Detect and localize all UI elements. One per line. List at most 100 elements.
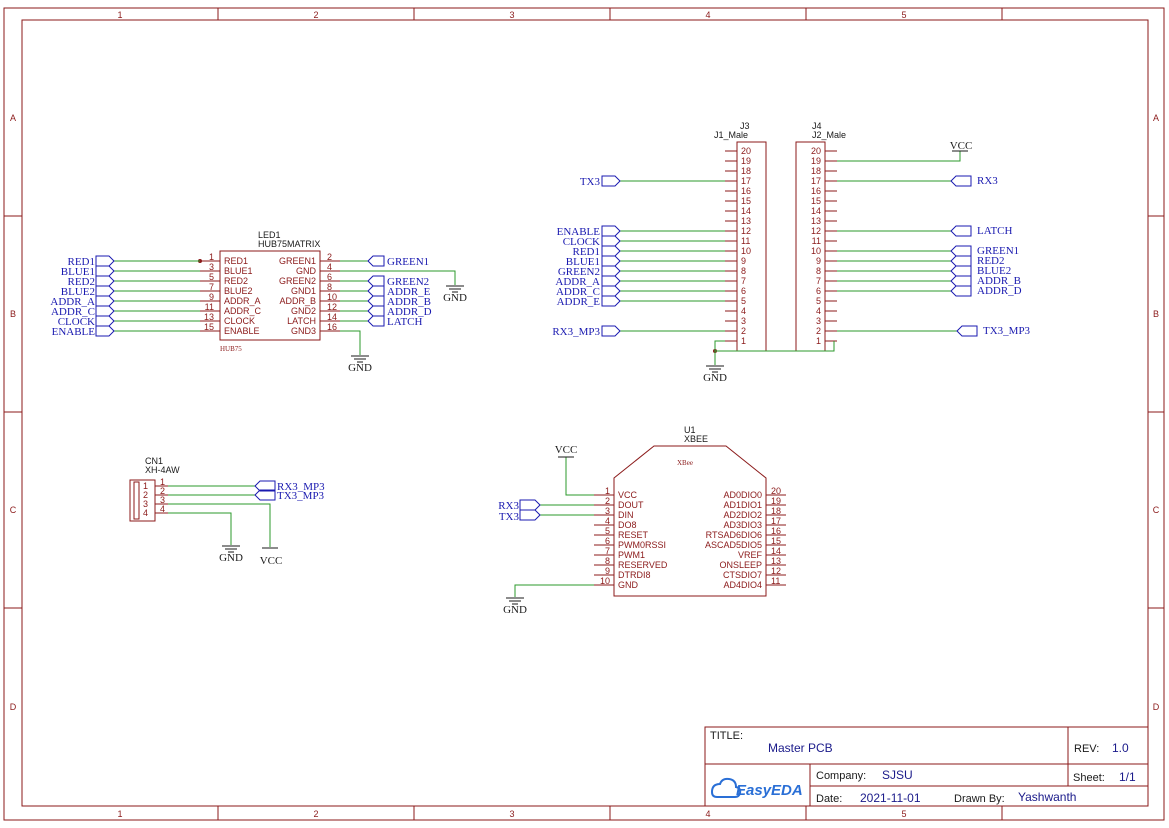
net-label: GREEN2 [387, 276, 429, 288]
pin-name: BLUE1 [224, 266, 253, 276]
net-flag-clock: CLOCK [58, 315, 115, 328]
frame-col-label: 4 [705, 10, 710, 20]
led1-value: HUB75MATRIX [258, 239, 320, 249]
pin-number: 1 [741, 336, 746, 346]
net-flag-addr-b: ADDR_B [367, 295, 431, 308]
net-flag-green1: GREEN1 [367, 255, 429, 268]
pin-number: 14 [741, 206, 751, 216]
led1-designator: LED1 [258, 230, 281, 240]
net-flag-addr-e: ADDR_E [367, 285, 431, 298]
u1-designator: U1 [684, 425, 696, 435]
pin-number: 8 [816, 266, 821, 276]
pin-number: 6 [327, 272, 332, 282]
pin-number: 9 [605, 566, 610, 576]
pin-name: BLUE2 [224, 286, 253, 296]
net-label: TX3 [580, 176, 601, 188]
net-flag-addr-d: ADDR_D [367, 305, 432, 318]
pin-number: 2 [143, 490, 148, 500]
pin-number: 7 [816, 276, 821, 286]
pin-number: 3 [741, 316, 746, 326]
drawn-by-label: Drawn By: [954, 793, 1005, 805]
pin-number: 2 [605, 496, 610, 506]
pin-number: 3 [605, 506, 610, 516]
pin-name: DTRDI8 [618, 570, 651, 580]
pin-number: 18 [771, 506, 781, 516]
pin-number: 18 [811, 166, 821, 176]
net-flag-addr-d: ADDR_D [950, 285, 1022, 297]
gnd-label: GND [703, 372, 727, 384]
net-flag-tx3-mp3: TX3_MP3 [956, 325, 1031, 337]
pin-number: 8 [327, 282, 332, 292]
pin-number: 15 [204, 322, 214, 332]
pin-number: 9 [209, 292, 214, 302]
net-flag-blue2: BLUE2 [61, 285, 115, 298]
net-label: ADDR_A [50, 296, 95, 308]
pin-number: 11 [205, 302, 214, 312]
net-flag-latch: LATCH [950, 225, 1013, 237]
pin-number: 16 [771, 526, 781, 536]
wire [837, 151, 961, 162]
frame-row-label: A [1153, 113, 1159, 123]
pin-number: 13 [771, 556, 781, 566]
net-flag-rx3-mp3: RX3_MP3 [552, 325, 621, 338]
vcc-label: VCC [260, 555, 283, 567]
pin-number: 4 [816, 306, 821, 316]
net-flag-red2: RED2 [950, 255, 1005, 267]
frame-col-label: 5 [901, 809, 906, 819]
pin-name: GND1 [291, 286, 316, 296]
net-label: ADDR_D [387, 306, 432, 318]
pin-number: 11 [741, 236, 750, 246]
pin-name: ONSLEEP [719, 560, 762, 570]
pin-name: DO8 [618, 520, 637, 530]
net-flag-rx3: RX3 [498, 499, 541, 512]
pin-number: 17 [741, 176, 751, 186]
pin-number: 5 [741, 296, 746, 306]
pin-number: 15 [741, 196, 751, 206]
net-flag-blue1: BLUE1 [566, 255, 621, 268]
title-value: Master PCB [768, 741, 833, 755]
frame-col-label: 3 [509, 10, 514, 20]
pin-number: 20 [771, 486, 781, 496]
net-flag-red1: RED1 [573, 245, 621, 258]
wire [168, 503, 271, 547]
pin-number: 20 [741, 146, 751, 156]
net-label: ADDR_C [51, 306, 95, 318]
company-value: SJSU [882, 768, 913, 782]
pin-number: 4 [741, 306, 746, 316]
wire [714, 340, 725, 365]
pin-number: 12 [327, 302, 337, 312]
net-flag-blue1: BLUE1 [61, 265, 115, 278]
header-j4[interactable]: J4 J2_Male 20191817161514131211109876543… [795, 121, 846, 352]
svg-text:EasyEDA: EasyEDA [736, 782, 803, 799]
net-label: RED2 [68, 276, 96, 288]
pin-name: GND [618, 580, 639, 590]
net-flag-enable: ENABLE [52, 325, 115, 338]
j3-designator: J3 [740, 121, 750, 131]
wires [114, 151, 961, 597]
gnd-symbol: GND [443, 285, 467, 304]
pin-name: RESET [618, 530, 649, 540]
frame-row-label: D [10, 702, 17, 712]
pin-name: VREF [738, 550, 763, 560]
net-flag-addr-a: ADDR_A [555, 275, 621, 288]
pin-number: 3 [816, 316, 821, 326]
pin-number: 18 [741, 166, 751, 176]
net-label: TX3_MP3 [983, 325, 1031, 337]
net-flag-rx3: RX3 [950, 175, 998, 187]
header-j3[interactable]: J3 J1_Male 20191817161514131211109876543… [713, 121, 767, 353]
cn1-designator: CN1 [145, 456, 163, 466]
net-label: LATCH [387, 316, 423, 328]
net-flag-addr-a: ADDR_A [50, 295, 115, 308]
pin-number: 20 [811, 146, 821, 156]
pin-name: ENABLE [224, 326, 260, 336]
net-flag-addr-b: ADDR_B [950, 275, 1021, 287]
pin-number: 14 [771, 546, 781, 556]
pin-name: RTSAD6DIO6 [706, 530, 762, 540]
pin-number: 2 [327, 252, 332, 262]
pin-number: 12 [771, 566, 781, 576]
pin-name: PWM0RSSI [618, 540, 666, 550]
